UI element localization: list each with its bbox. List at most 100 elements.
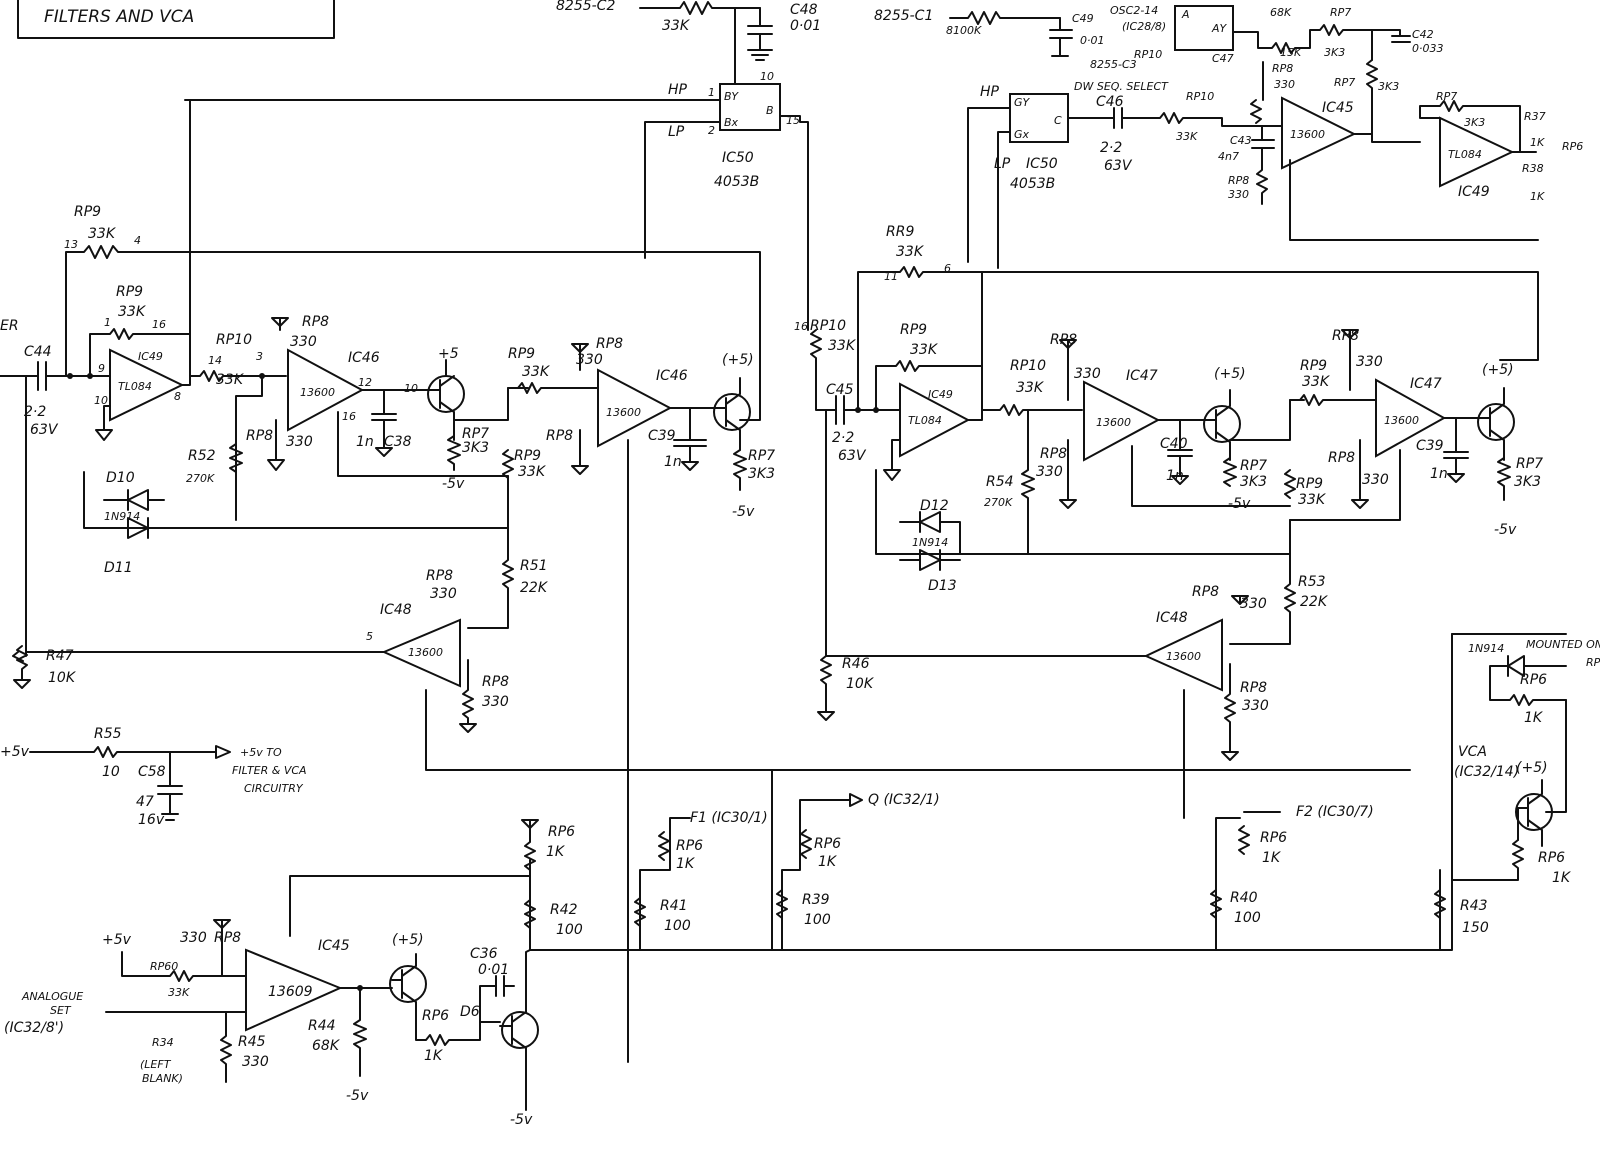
label-rp9-d: RP9 [514, 448, 541, 464]
pin-11-right: 11 [884, 270, 898, 283]
label-rp8-ic48-right: RP8 [1192, 584, 1219, 600]
label-rp8-ic48-right-b: RP8 [1240, 680, 1267, 696]
label-plus5v-supply: +5v [0, 744, 30, 760]
label-diode-right: 1N914 [912, 536, 948, 549]
pin-1-mux-left: 1 [708, 86, 715, 99]
label-tl084-left: TL084 [118, 380, 152, 393]
label-rp6-vca-b: RP6 [1538, 850, 1565, 866]
top-right-section: 8255-C1 8100K C49 0·01 OSC2-14 (IC28/8) … [874, 4, 1583, 269]
label-supply-dest-2: FILTER & VCA [232, 764, 307, 777]
transistor-right-a [1203, 405, 1241, 443]
label-rp8-left-a: RP8 [302, 314, 329, 330]
label-33k-right-b: 33K [1302, 374, 1331, 390]
label-rp9-right: RP9 [900, 322, 927, 338]
label-c46: C46 [1096, 94, 1124, 110]
label-ic45-top: IC45 [1322, 100, 1354, 116]
bottom-left-section: +5v RP60 33K 330 RP8 13609 IC45 (+5) ANA… [4, 919, 539, 1128]
label-rp9-right-c: RP9 [1296, 476, 1323, 492]
label-c47-top: C47 [1212, 52, 1234, 65]
label-c43-val: 4n7 [1218, 150, 1239, 163]
label-rp9-a: RP9 [74, 204, 101, 220]
label-m5-right-b: -5v [1494, 522, 1517, 538]
label-tl084-top: TL084 [1448, 148, 1482, 161]
label-c49-top: C49 [1072, 12, 1094, 25]
label-ic49-top: IC49 [1458, 184, 1490, 200]
label-330-right-d: 330 [1362, 472, 1389, 488]
label-r34-note: (LEFT [140, 1058, 172, 1071]
label-analogue: ANALOGUE [21, 990, 83, 1003]
pin-2-mux-left: 2 [708, 124, 715, 137]
label-m5-bottom-a: -5v [346, 1088, 369, 1104]
label-r43: R43 [1460, 898, 1488, 914]
label-rp10-right-side: RP10 [810, 318, 846, 334]
label-rp9-c: RP9 [508, 346, 535, 362]
ic50-left-box [719, 83, 781, 131]
label-ic49-left: IC49 [138, 350, 163, 363]
label-330-left-c: 330 [576, 352, 603, 368]
label-c38: C38 [384, 434, 412, 450]
label-13600-ic46b: 13600 [606, 406, 641, 419]
label-osc2-14: OSC2-14 [1110, 4, 1158, 17]
label-rp9-b: RP9 [116, 284, 143, 300]
label-r40-val: 100 [1234, 910, 1261, 926]
ic49-left-opamp [109, 348, 185, 422]
label-rp6-top-left: RP6 [548, 824, 575, 840]
label-d6: D6 [460, 1004, 480, 1020]
label-plus5v-bottom: +5v [102, 932, 132, 948]
label-r40: R40 [1230, 890, 1258, 906]
pin-4-left: 4 [134, 234, 141, 247]
title-box [17, 0, 335, 39]
label-rp8-right-d: RP8 [1328, 450, 1355, 466]
label-13600-ic48-left: 13600 [408, 646, 443, 659]
transistor-right-b [1477, 403, 1515, 441]
label-33k-a: 33K [88, 226, 117, 242]
right-filter-section: RR9 33K 11 6 RP10 33K 16 C45 2·2 63V RP9… [794, 159, 1543, 819]
label-plus5-left-b: (+5) [722, 352, 754, 368]
label-supply-dest-1: +5v TO [240, 746, 282, 759]
label-8255-c1: 8255-C1 [874, 8, 933, 24]
label-ic47-right: IC47 [1126, 368, 1158, 384]
label-1n914-vca: 1N914 [1468, 642, 1504, 655]
label-13600-ic46-left: 13600 [300, 386, 335, 399]
ic46-left-ota [287, 348, 365, 432]
label-plus5-right-a: (+5) [1214, 366, 1246, 382]
label-c39-left-val: 1n [664, 454, 682, 470]
label-4053b-left: 4053B [714, 174, 759, 190]
label-m5-left-a: -5v [442, 476, 465, 492]
label-m5-bottom-b: -5v [510, 1112, 533, 1128]
label-r51-val: 22K [520, 580, 549, 596]
label-d13: D13 [928, 578, 957, 594]
label-rr9-val: 33K [896, 244, 925, 260]
label-c58-val: 47 [136, 794, 154, 810]
label-c38-val: 1n [356, 434, 374, 450]
pin-13-left: 13 [64, 238, 78, 251]
pin-10-transistor-a: 10 [404, 382, 418, 395]
label-330-left-b: 330 [286, 434, 313, 450]
label-r34-note-2: BLANK) [142, 1072, 183, 1085]
label-r47: R47 [46, 648, 74, 664]
label-c48-val: 0·01 [790, 18, 821, 34]
label-r42: R42 [550, 902, 578, 918]
label-rp7-ic49: RP7 [1436, 90, 1457, 103]
label-lp-left: LP [668, 124, 685, 140]
pin-15-mux-left: 15 [786, 114, 800, 127]
ic49-right-opamp [899, 382, 971, 458]
title-text: FILTERS AND VCA [44, 7, 194, 27]
label-3k3-ic49: 3K3 [1464, 116, 1485, 129]
label-1k-top-left: 1K [546, 844, 566, 860]
pin-6-right: 6 [944, 262, 951, 275]
label-hp-left: HP [668, 82, 688, 98]
label-8255-c3: 8255-C3 [1090, 58, 1137, 71]
label-c39-right-val: 1n [1430, 466, 1448, 482]
label-33k-b: 33K [118, 304, 147, 320]
label-c49-top-val: 0·01 [1080, 34, 1105, 47]
label-m5-left-b: -5v [732, 504, 755, 520]
label-33k-rp60: 33K [168, 986, 190, 999]
label-r8100k: 8100K [946, 24, 982, 37]
label-13600-ic47b: 13600 [1384, 414, 1419, 427]
label-c48: C48 [790, 2, 818, 18]
label-4053b-right: 4053B [1010, 176, 1055, 192]
label-33k-right-c: 33K [1298, 492, 1327, 508]
label-f1: F1 (IC30/1) [690, 810, 768, 826]
label-13609: 13609 [268, 984, 313, 1000]
